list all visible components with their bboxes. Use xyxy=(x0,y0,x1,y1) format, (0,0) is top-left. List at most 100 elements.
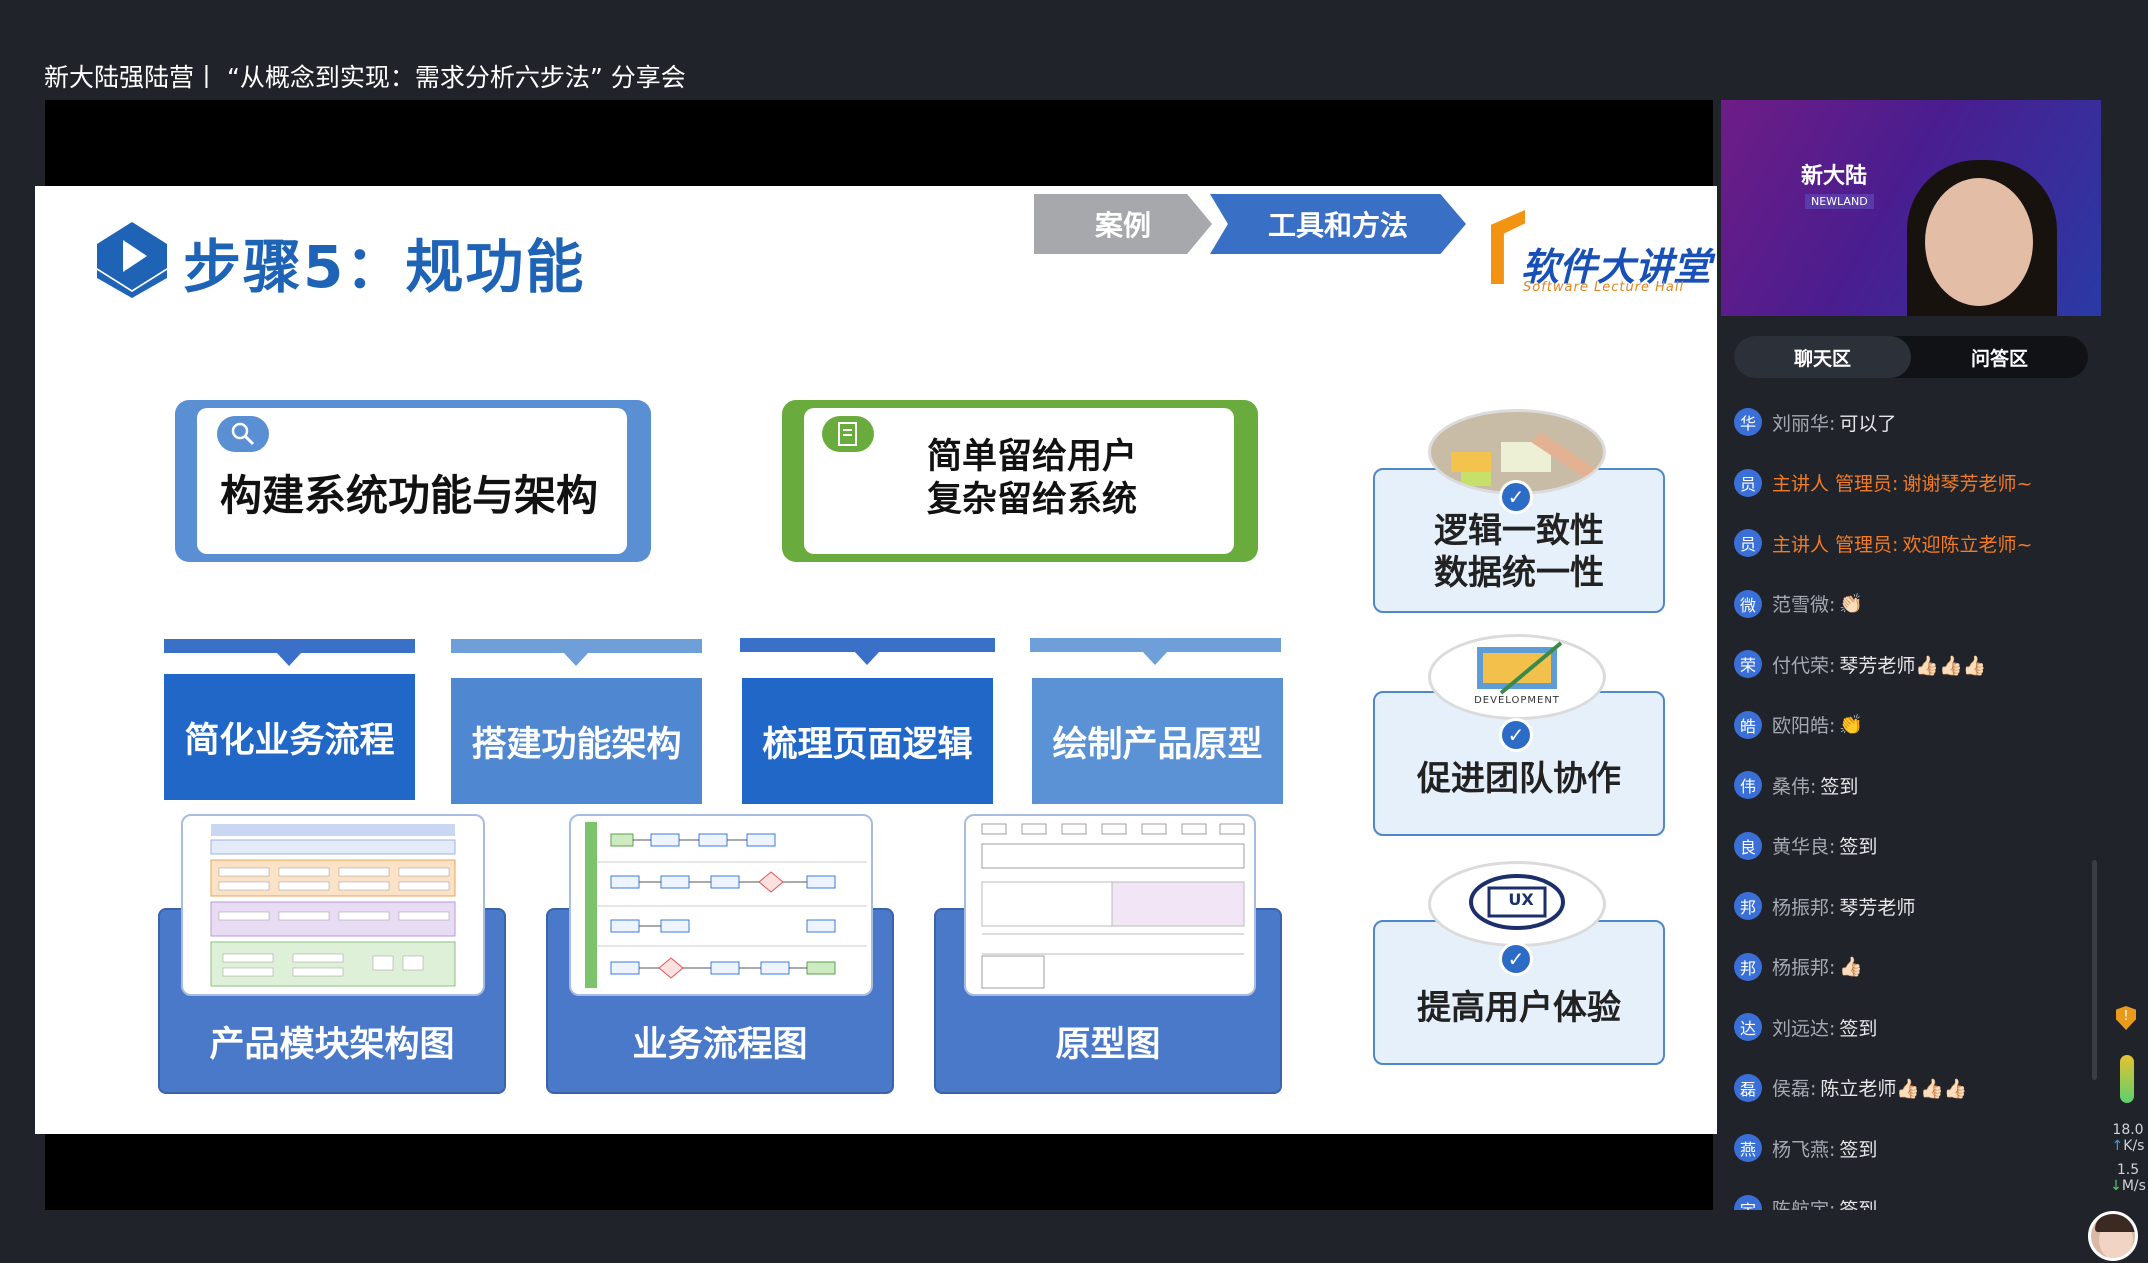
chat-sender-name[interactable]: 杨飞燕: xyxy=(1772,1138,1836,1161)
chat-avatar[interactable]: 皓 xyxy=(1734,710,1762,739)
logo-subtitle: Software Lecture Hall xyxy=(1523,280,1685,295)
panel-prototype-label: 原型图 xyxy=(1055,1025,1161,1065)
chat-sender-name[interactable]: 刘远达: xyxy=(1772,1017,1836,1040)
chat-avatar[interactable]: 良 xyxy=(1734,831,1762,860)
chat-sender-name[interactable]: 杨振邦: xyxy=(1772,896,1836,919)
block-bar-1 xyxy=(164,639,415,653)
block-arrow-4 xyxy=(1142,651,1168,665)
breadcrumb-case: 案例 xyxy=(1034,194,1212,254)
box-build-system: 构建系统功能与架构 xyxy=(175,400,651,562)
block-arrow-2 xyxy=(563,652,589,666)
chat-avatar[interactable]: 磊 xyxy=(1734,1073,1762,1102)
slide-title: 步骤5：规功能 xyxy=(183,233,586,301)
play-book-icon xyxy=(97,222,167,298)
chat-message: 达刘远达:签到 xyxy=(1734,1007,1877,1047)
chat-avatar[interactable]: 宇 xyxy=(1734,1194,1762,1210)
chat-sender-name[interactable]: 欧阳皓: xyxy=(1772,715,1836,737)
tab-qa[interactable]: 问答区 xyxy=(1970,347,2028,370)
network-download: 1.5 ↓M/s xyxy=(2110,1162,2146,1194)
session-title: 新大陆强陆营丨 “从概念到实现：需求分析六步法” 分享会 xyxy=(44,63,686,92)
chat-sender-name[interactable]: 陈航宇: xyxy=(1772,1199,1836,1210)
chat-sender-name[interactable]: 黄华良: xyxy=(1772,836,1836,858)
card-consistency-line-2: 数据统一性 xyxy=(1434,553,1604,593)
chat-sender-name[interactable]: 刘丽华: xyxy=(1772,412,1836,435)
chat-avatar[interactable]: 邦 xyxy=(1734,952,1762,981)
chat-scrollbar[interactable] xyxy=(2092,860,2097,1080)
chat-avatar[interactable]: 燕 xyxy=(1734,1134,1762,1162)
search-doc-icon xyxy=(217,416,269,452)
ux-illustration: UX xyxy=(1428,861,1606,947)
chat-avatar[interactable]: 邦 xyxy=(1734,892,1762,920)
breadcrumb-tools: 工具和方法 xyxy=(1210,194,1466,254)
chat-sender-name[interactable]: 付代荣: xyxy=(1772,654,1836,677)
chat-message-list[interactable]: 华刘丽华:可以了员主讲人 管理员:谢谢琴芳老师~员主讲人 管理员:欢迎陈立老师~… xyxy=(1734,398,2084,1210)
chat-message: 员主讲人 管理员:欢迎陈立老师~ xyxy=(1734,523,2032,563)
chat-avatar[interactable]: 员 xyxy=(1734,529,1762,557)
block-bar-3 xyxy=(740,638,995,652)
card-user-experience-text: 提高用户体验 xyxy=(1417,988,1621,1028)
check-icon-1: ✓ xyxy=(1499,480,1533,514)
chat-message-text: 谢谢琴芳老师~ xyxy=(1902,473,2033,495)
chat-message-text: 签到 xyxy=(1839,836,1878,858)
chat-sender-name[interactable]: 主讲人 管理员: xyxy=(1772,473,1899,495)
chat-message-text: 👏🏻 xyxy=(1839,593,1864,615)
presenter-camera: 新大陆 NEWLAND xyxy=(1721,100,2101,316)
chat-message: 微范雪微:👏🏻 xyxy=(1734,584,1863,624)
chat-message: 员主讲人 管理员:谢谢琴芳老师~ xyxy=(1734,463,2032,503)
chat-sender-name[interactable]: 侯磊: xyxy=(1772,1078,1817,1100)
block-prototype: 绘制产品原型 xyxy=(1032,678,1283,804)
chat-message: 皓欧阳皓:👏 xyxy=(1734,705,1863,745)
chat-avatar[interactable]: 微 xyxy=(1734,589,1762,618)
chat-sender-name[interactable]: 桑伟: xyxy=(1772,775,1817,798)
box-green-line-1: 简单留给用户 xyxy=(926,437,1137,477)
panel-process-flow-thumbnail xyxy=(569,814,873,996)
chat-message-text: 👍🏻 xyxy=(1839,956,1864,978)
panel-process-flow-label: 业务流程图 xyxy=(632,1025,808,1065)
panel-module-arch-label: 产品模块架构图 xyxy=(209,1025,455,1065)
chat-message-text: 可以了 xyxy=(1839,412,1897,435)
chat-avatar[interactable]: 达 xyxy=(1734,1013,1762,1041)
chat-sender-name[interactable]: 范雪微: xyxy=(1772,594,1836,616)
box-green-line-2: 复杂留给系统 xyxy=(926,480,1137,520)
chat-tabs: 聊天区 问答区 xyxy=(1734,336,2088,378)
check-icon-3: ✓ xyxy=(1499,942,1533,976)
card-consistency-line-1: 逻辑一致性 xyxy=(1434,511,1604,551)
ux-badge-text: UX xyxy=(1508,890,1534,909)
chat-avatar[interactable]: 荣 xyxy=(1734,650,1762,678)
chat-sender-name[interactable]: 杨振邦: xyxy=(1772,957,1836,979)
presenter-face xyxy=(1925,178,2033,306)
block-build-architecture: 搭建功能架构 xyxy=(451,678,702,804)
chat-message-text: 签到 xyxy=(1839,1138,1878,1161)
chat-message: 伟桑伟:签到 xyxy=(1734,765,1858,805)
user-avatar[interactable] xyxy=(2088,1211,2138,1261)
presentation-slide: 步骤5：规功能 案例 工具和方法 软件大讲堂 Software Lecture … xyxy=(35,186,1717,1134)
chat-avatar[interactable]: 伟 xyxy=(1734,771,1762,799)
chat-sender-name[interactable]: 主讲人 管理员: xyxy=(1772,533,1899,556)
panel-prototype-thumbnail xyxy=(964,814,1256,996)
chat-message: 华刘丽华:可以了 xyxy=(1734,402,1896,442)
chat-message: 荣付代荣:琴芳老师👍🏻👍🏻👍🏻 xyxy=(1734,644,1986,684)
chat-avatar[interactable]: 员 xyxy=(1734,468,1762,497)
logo-mark xyxy=(1491,210,1525,284)
box-simple-complex: 简单留给用户 复杂留给系统 xyxy=(782,400,1258,562)
chat-message-text: 签到 xyxy=(1820,775,1859,798)
chat-message-text: 琴芳老师 xyxy=(1839,896,1916,919)
panel-module-arch-thumbnail xyxy=(181,814,485,996)
shield-icon[interactable]: ! xyxy=(2116,1006,2136,1030)
chat-message-text: 陈立老师👍🏻👍🏻👍🏻 xyxy=(1820,1078,1968,1100)
chat-message-text: 签到 xyxy=(1839,1017,1878,1040)
check-icon-2: ✓ xyxy=(1499,718,1533,752)
block-simplify-process: 简化业务流程 xyxy=(164,674,415,800)
network-download-unit: M/s xyxy=(2121,1178,2146,1194)
chat-message-text: 欢迎陈立老师~ xyxy=(1902,533,2033,556)
box-simple-complex-text: 简单留给用户 复杂留给系统 xyxy=(882,436,1182,522)
block-bar-2 xyxy=(451,639,702,653)
chat-message: 磊侯磊:陈立老师👍🏻👍🏻👍🏻 xyxy=(1734,1068,1967,1108)
chat-avatar[interactable]: 华 xyxy=(1734,408,1762,436)
box-build-system-text: 构建系统功能与架构 xyxy=(220,471,599,520)
tab-chat[interactable]: 聊天区 xyxy=(1734,336,1911,378)
network-upload: 18.0 ↑K/s xyxy=(2110,1122,2146,1154)
block-arrow-3 xyxy=(854,651,880,665)
block-page-logic: 梳理页面逻辑 xyxy=(742,678,993,804)
